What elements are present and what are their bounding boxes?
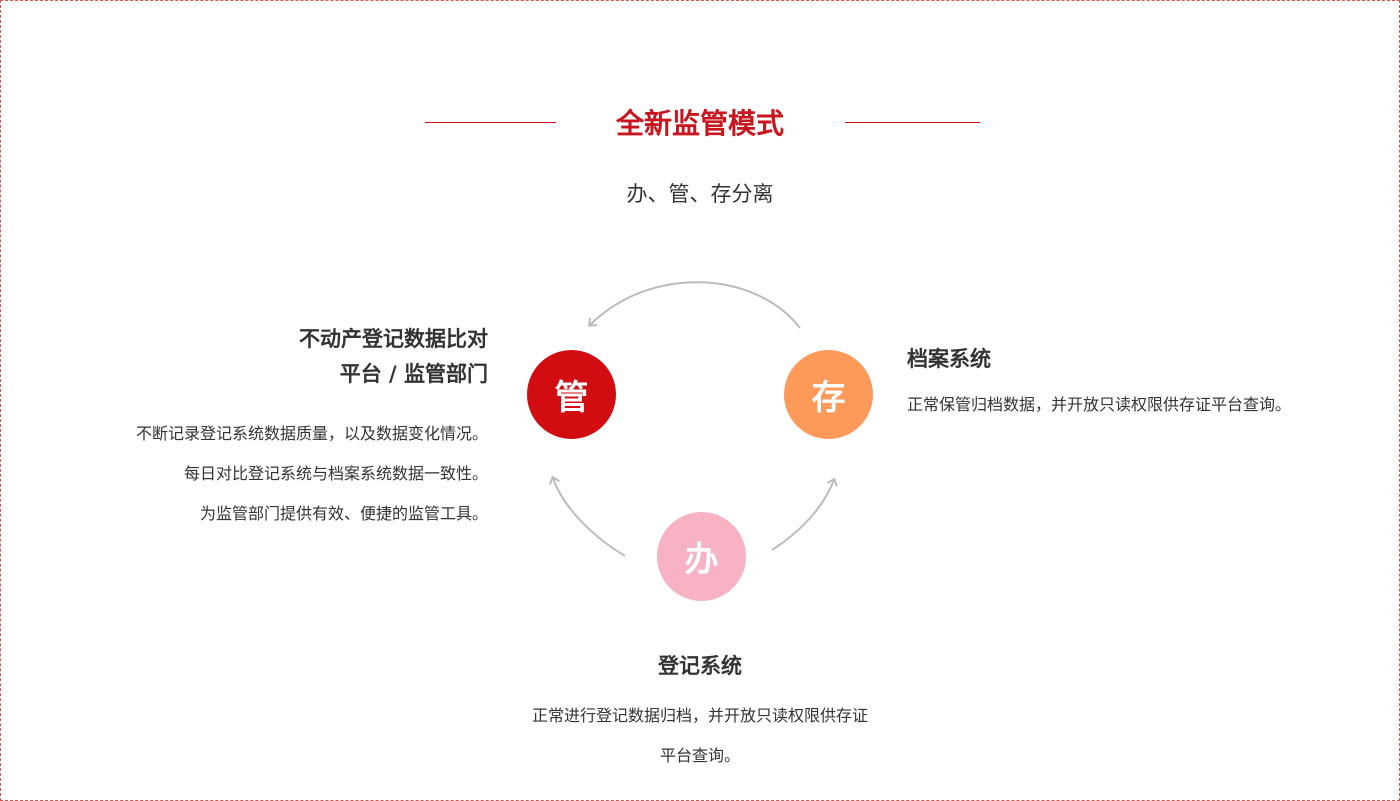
bottom-desc-line-1: 正常进行登记数据归档，并开放只读权限供存证 (531, 706, 868, 725)
left-info-block: 不动产登记数据比对 平台 / 监管部门 不断记录登记系统数据质量，以及数据变化情… (68, 322, 488, 534)
left-desc-line-1: 不断记录登记系统数据质量，以及数据变化情况。 (135, 424, 488, 443)
left-heading: 不动产登记数据比对 平台 / 监管部门 (68, 322, 488, 392)
node-ban-label: 办 (684, 540, 719, 580)
title-divider-left (425, 122, 556, 123)
left-heading-line-1: 不动产登记数据比对 (299, 327, 488, 351)
bottom-heading: 登记系统 (658, 654, 742, 678)
left-description: 不断记录登记系统数据质量，以及数据变化情况。 每日对比登记系统与档案系统数据一致… (68, 414, 488, 534)
arrow-ban-to-cun (771, 477, 838, 551)
bottom-desc-line-2: 平台查询。 (659, 746, 740, 765)
node-ban: 办 (657, 512, 746, 601)
right-description: 正常保管归档数据，并开放只读权限供存证平台查询。 (907, 395, 1292, 414)
arrow-cun-to-guan (588, 281, 801, 329)
right-heading: 档案系统 (907, 347, 991, 371)
node-cun-label: 存 (811, 378, 846, 418)
bottom-info-block: 登记系统 正常进行登记数据归档，并开放只读权限供存证 平台查询。 (500, 650, 900, 776)
page-title: 全新监管模式 (615, 107, 784, 140)
title-divider-right (845, 122, 980, 123)
page-subtitle: 办、管、存分离 (626, 182, 774, 206)
left-desc-line-3: 为监管部门提供有效、便捷的监管工具。 (199, 504, 488, 523)
left-heading-line-2: 平台 / 监管部门 (339, 362, 488, 386)
node-guan: 管 (527, 350, 616, 439)
node-cun: 存 (784, 350, 873, 439)
right-info-block: 档案系统 正常保管归档数据，并开放只读权限供存证平台查询。 (907, 343, 1387, 420)
title-row: 全新监管模式 (0, 104, 1400, 144)
bottom-description: 正常进行登记数据归档，并开放只读权限供存证 平台查询。 (500, 696, 900, 776)
arrow-ban-to-guan (548, 475, 626, 557)
node-guan-label: 管 (554, 378, 589, 418)
left-desc-line-2: 每日对比登记系统与档案系统数据一致性。 (183, 464, 488, 483)
